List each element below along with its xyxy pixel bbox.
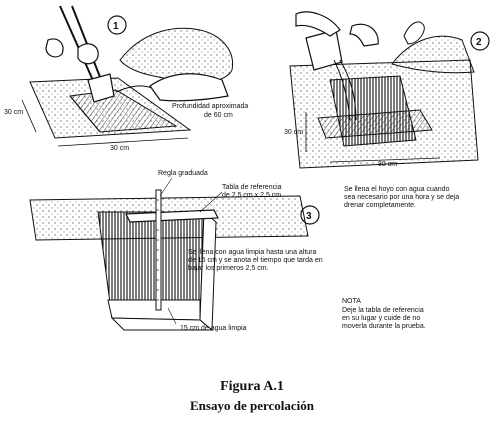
dim-side-label-2: 30 cm: [284, 129, 303, 136]
step-3-number: 3: [306, 211, 312, 222]
depth-label-1b: de 60 cm: [204, 112, 233, 119]
soil-mound-2: [391, 35, 475, 74]
fill-note-3c: bajar los primeros 2,5 cm.: [188, 265, 269, 272]
dim-bottom-label-2: 30 cm: [378, 161, 397, 168]
soil-pile: [119, 27, 234, 84]
figure-caption-subtitle: Ensayo de percolación: [190, 398, 314, 413]
arm-right: [149, 73, 229, 102]
water-label: 15 cm de agua limpia: [180, 325, 247, 332]
digging-tool: [45, 5, 115, 103]
dim-bottom-label-1: 30 cm: [110, 145, 129, 152]
panel-3-measuring: 3 Regla graduada Tabla de referencia de …: [29, 170, 426, 332]
step-2-number: 2: [476, 37, 482, 48]
step-1-marker: [107, 15, 127, 35]
panel-2-filling: 2 30 cm 30 cm Se llena el hoyo con agua …: [284, 11, 490, 209]
board-label-a: Tabla de referencia: [222, 184, 282, 191]
fill-note-2a: Se llena el hoyo con agua cuando: [344, 186, 450, 193]
water-3: [107, 299, 201, 321]
dim-bottom-1: [57, 137, 189, 147]
dim-side-label-1: 30 cm: [4, 109, 23, 116]
figure-caption-title: Figura A.1: [220, 379, 284, 394]
fill-note-3a: Se llena con agua limpia hasta una altur…: [188, 249, 317, 256]
dim-side-1: [21, 99, 37, 133]
dim-bottom-2: [329, 157, 441, 163]
fill-note-3b: de 15 cm y se anota el tiempo que tarda …: [188, 257, 323, 264]
reference-board: [125, 209, 219, 223]
nota-line-2: en su lugar y cuide de no: [342, 315, 420, 322]
step-2-marker: [470, 31, 490, 51]
depth-label-1a: Profundidad aproximada: [172, 103, 248, 110]
panel-1-digging: 1 30 cm 30 cm Profundidad aproximada de …: [4, 5, 248, 152]
step-1-number: 1: [113, 21, 119, 32]
water-stream: [333, 59, 351, 121]
ruler-label: Regla graduada: [158, 170, 208, 177]
nota-line-3: moverla durante la prueba.: [342, 323, 426, 330]
fill-note-2c: drenar completamente.: [344, 202, 416, 209]
nota-line-1: Deje la tabla de referencia: [342, 307, 424, 314]
nota-title: NOTA: [342, 298, 361, 305]
fill-note-2b: sea necesario por una hora y se deja: [344, 194, 459, 201]
bucket: [305, 29, 343, 71]
board-label-b: de 2,5 cm x 2,5 cm: [222, 192, 281, 199]
